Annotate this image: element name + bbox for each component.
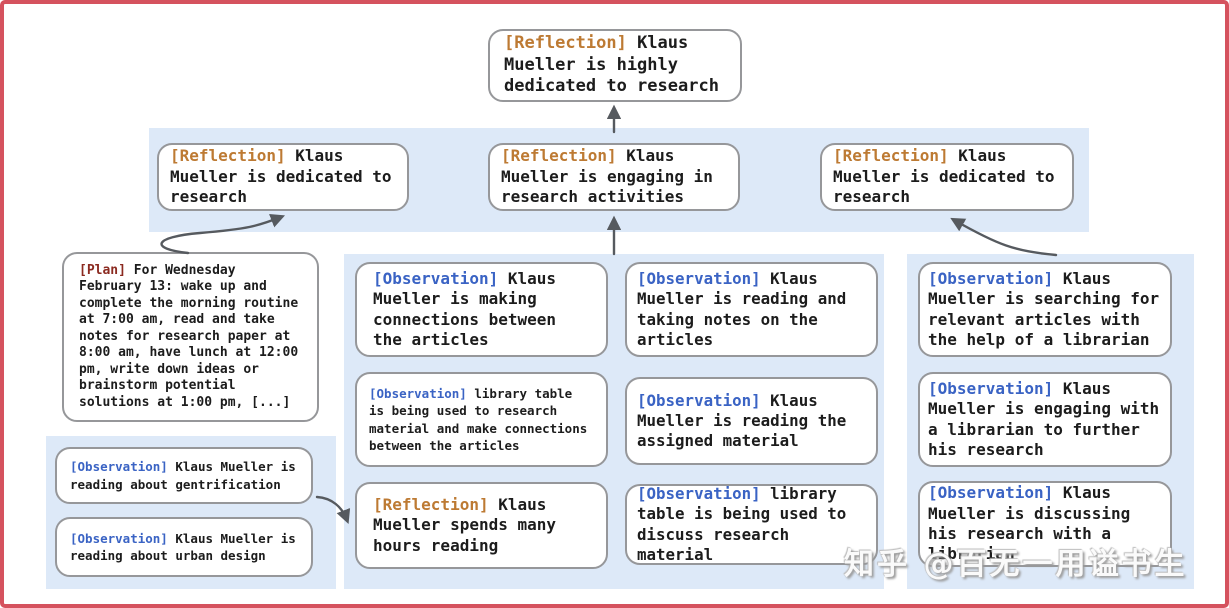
node-observation-urban-design: [Observation] Klaus Mueller is reading a…	[55, 517, 313, 577]
node-text: Klaus Mueller is reading about gentrific…	[70, 459, 296, 492]
node-observation-taking-notes: [Observation] Klaus Mueller is reading a…	[625, 262, 878, 357]
node-tag: [Reflection]	[373, 494, 489, 514]
node-text: Klaus Mueller spends many hours reading	[373, 494, 557, 555]
node-tag: [Plan]	[79, 262, 126, 278]
node-root-reflection: [Reflection] Klaus Mueller is highly ded…	[488, 29, 742, 102]
node-reflection-hours-reading: [Reflection] Klaus Mueller spends many h…	[355, 482, 608, 569]
node-observation-gentrification: [Observation] Klaus Mueller is reading a…	[55, 447, 313, 504]
node-reflection-center: [Reflection] Klaus Mueller is engaging i…	[488, 143, 740, 211]
node-tag: [Observation]	[928, 378, 1054, 398]
node-observation-library-table-research: [Observation] library table is being use…	[355, 372, 608, 467]
node-text: Klaus Mueller is engaging in research ac…	[501, 146, 713, 207]
node-text: Klaus Mueller is making connections betw…	[373, 268, 557, 349]
node-tag: [Reflection]	[504, 32, 627, 53]
node-tag: [Reflection]	[501, 146, 617, 166]
node-tag: [Observation]	[637, 484, 761, 504]
node-tag: [Reflection]	[833, 146, 949, 166]
node-reflection-left: [Reflection] Klaus Mueller is dedicated …	[157, 143, 409, 211]
node-text: library table is being used to discuss r…	[637, 484, 847, 564]
node-text: Klaus Mueller is searching for relevant …	[928, 268, 1160, 349]
node-tag: [Observation]	[928, 483, 1054, 503]
node-plan: [Plan] For Wednesday February 13: wake u…	[62, 252, 319, 422]
node-reflection-right: [Reflection] Klaus Mueller is dedicated …	[820, 143, 1074, 211]
node-tag: [Observation]	[70, 530, 168, 546]
node-tag: [Observation]	[70, 459, 168, 474]
node-observation-library-table-discuss: [Observation] library table is being use…	[625, 484, 878, 565]
node-observation-making-connections: [Observation] Klaus Mueller is making co…	[355, 262, 608, 357]
node-tag: [Observation]	[373, 268, 499, 288]
node-observation-discussing-research: [Observation] Klaus Mueller is discussin…	[918, 481, 1172, 567]
node-text: For Wednesday February 13: wake up and c…	[79, 262, 299, 410]
node-text: Klaus Mueller is reading the assigned ma…	[637, 390, 847, 451]
node-tag: [Observation]	[928, 268, 1054, 288]
node-tag: [Observation]	[369, 385, 467, 401]
node-observation-searching-articles: [Observation] Klaus Mueller is searching…	[918, 262, 1172, 357]
node-observation-engaging-librarian: [Observation] Klaus Mueller is engaging …	[918, 372, 1172, 467]
node-text: Klaus Mueller is engaging with a librari…	[928, 378, 1160, 459]
node-text: library table is being used to research …	[369, 385, 588, 454]
node-text: Klaus Mueller is dedicated to research	[833, 146, 1055, 207]
node-text: Klaus Mueller is discussing his research…	[928, 483, 1131, 564]
node-text: Klaus Mueller is dedicated to research	[170, 146, 392, 207]
node-text: Klaus Mueller is reading and taking note…	[637, 269, 847, 349]
node-observation-assigned-material: [Observation] Klaus Mueller is reading t…	[625, 377, 878, 465]
node-text: Klaus Mueller is reading about urban des…	[70, 530, 296, 564]
node-tag: [Observation]	[637, 390, 761, 410]
node-text: Klaus Mueller is highly dedicated to res…	[504, 32, 719, 97]
node-tag: [Observation]	[637, 269, 761, 289]
node-tag: [Reflection]	[170, 146, 286, 166]
zhihu-watermark: 知乎 @百无一用谥书生	[844, 547, 1188, 582]
